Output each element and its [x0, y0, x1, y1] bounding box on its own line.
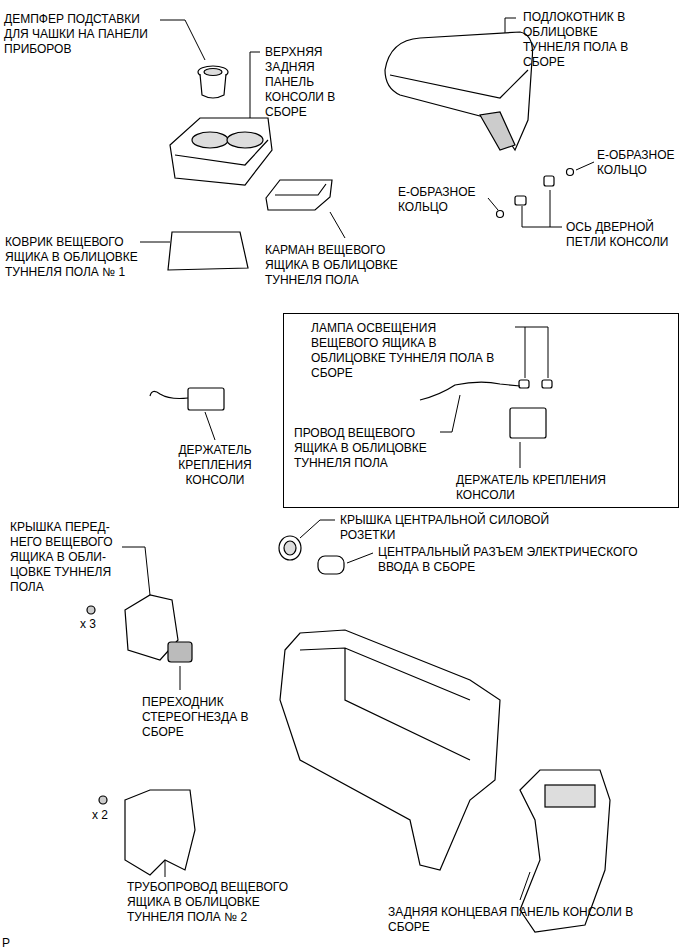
- part-label: ДЕМПФЕР ПОДСТАВКИ ДЛЯ ЧАШКИ НА ПАНЕЛИ ПР…: [4, 12, 154, 57]
- part-label: ЛАМПА ОСВЕЩЕНИЯ ВЕЩЕВОГО ЯЩИКА В ОБЛИЦОВ…: [311, 321, 506, 381]
- group-frame: ЛАМПА ОСВЕЩЕНИЯ ВЕЩЕВОГО ЯЩИКА В ОБЛИЦОВ…: [283, 313, 679, 508]
- part-label: ЗАДНЯЯ КОНЦЕВАЯ ПАНЕЛЬ КОНСОЛИ В СБОРЕ: [388, 905, 653, 935]
- part-label: КОВРИК ВЕЩЕВОГО ЯЩИКА В ОБЛИЦОВКЕ ТУННЕЛ…: [5, 235, 155, 280]
- part-label: ВЕРХНЯЯ ЗАДНЯЯ ПАНЕЛЬ КОНСОЛИ В СБОРЕ: [265, 45, 350, 120]
- part-label: ДЕРЖАТЕЛЬ КРЕПЛЕНИЯ КОНСОЛИ: [160, 443, 270, 488]
- part-label: ОСЬ ДВЕРНОЙ ПЕТЛИ КОНСОЛИ: [566, 220, 684, 250]
- part-label: КРЫШКА ЦЕНТРАЛЬНОЙ СИЛОВОЙ РОЗЕТКИ: [340, 513, 570, 543]
- part-label: Е-ОБРАЗНОЕ КОЛЬЦО: [398, 185, 486, 215]
- part-label: ПЕРЕХОДНИК СТЕРЕОГНЕЗДА В СБОРЕ: [142, 695, 270, 740]
- part-label: ДЕРЖАТЕЛЬ КРЕПЛЕНИЯ КОНСОЛИ: [456, 473, 636, 503]
- part-label: ЦЕНТРАЛЬНЫЙ РАЗЪЕМ ЭЛЕКТРИЧЕСКОГО ВВОДА …: [378, 545, 678, 575]
- part-label: x 2: [92, 808, 132, 823]
- part-label: x 3: [80, 617, 120, 632]
- part-label: КАРМАН ВЕЩЕВОГО ЯЩИКА В ОБЛИЦОВКЕ ТУННЕЛ…: [265, 243, 415, 288]
- part-label: Е-ОБРАЗНОЕ КОЛЬЦО: [597, 148, 685, 178]
- part-label: ТРУБОПРОВОД ВЕЩЕВОГО ЯЩИКА В ОБЛИЦОВКЕ Т…: [127, 880, 312, 925]
- part-label: P: [2, 936, 22, 951]
- part-label: ПОДЛОКОТНИК В ОБЛИЦОВКЕ ТУННЕЛЯ ПОЛА В С…: [523, 10, 648, 70]
- part-label: ПРОВОД ВЕЩЕВОГО ЯЩИКА В ОБЛИЦОВКЕ ТУННЕЛ…: [294, 426, 449, 471]
- part-label: КРЫШКА ПЕРЕД- НЕГО ВЕЩЕВОГО ЯЩИКА В ОБЛИ…: [10, 520, 130, 595]
